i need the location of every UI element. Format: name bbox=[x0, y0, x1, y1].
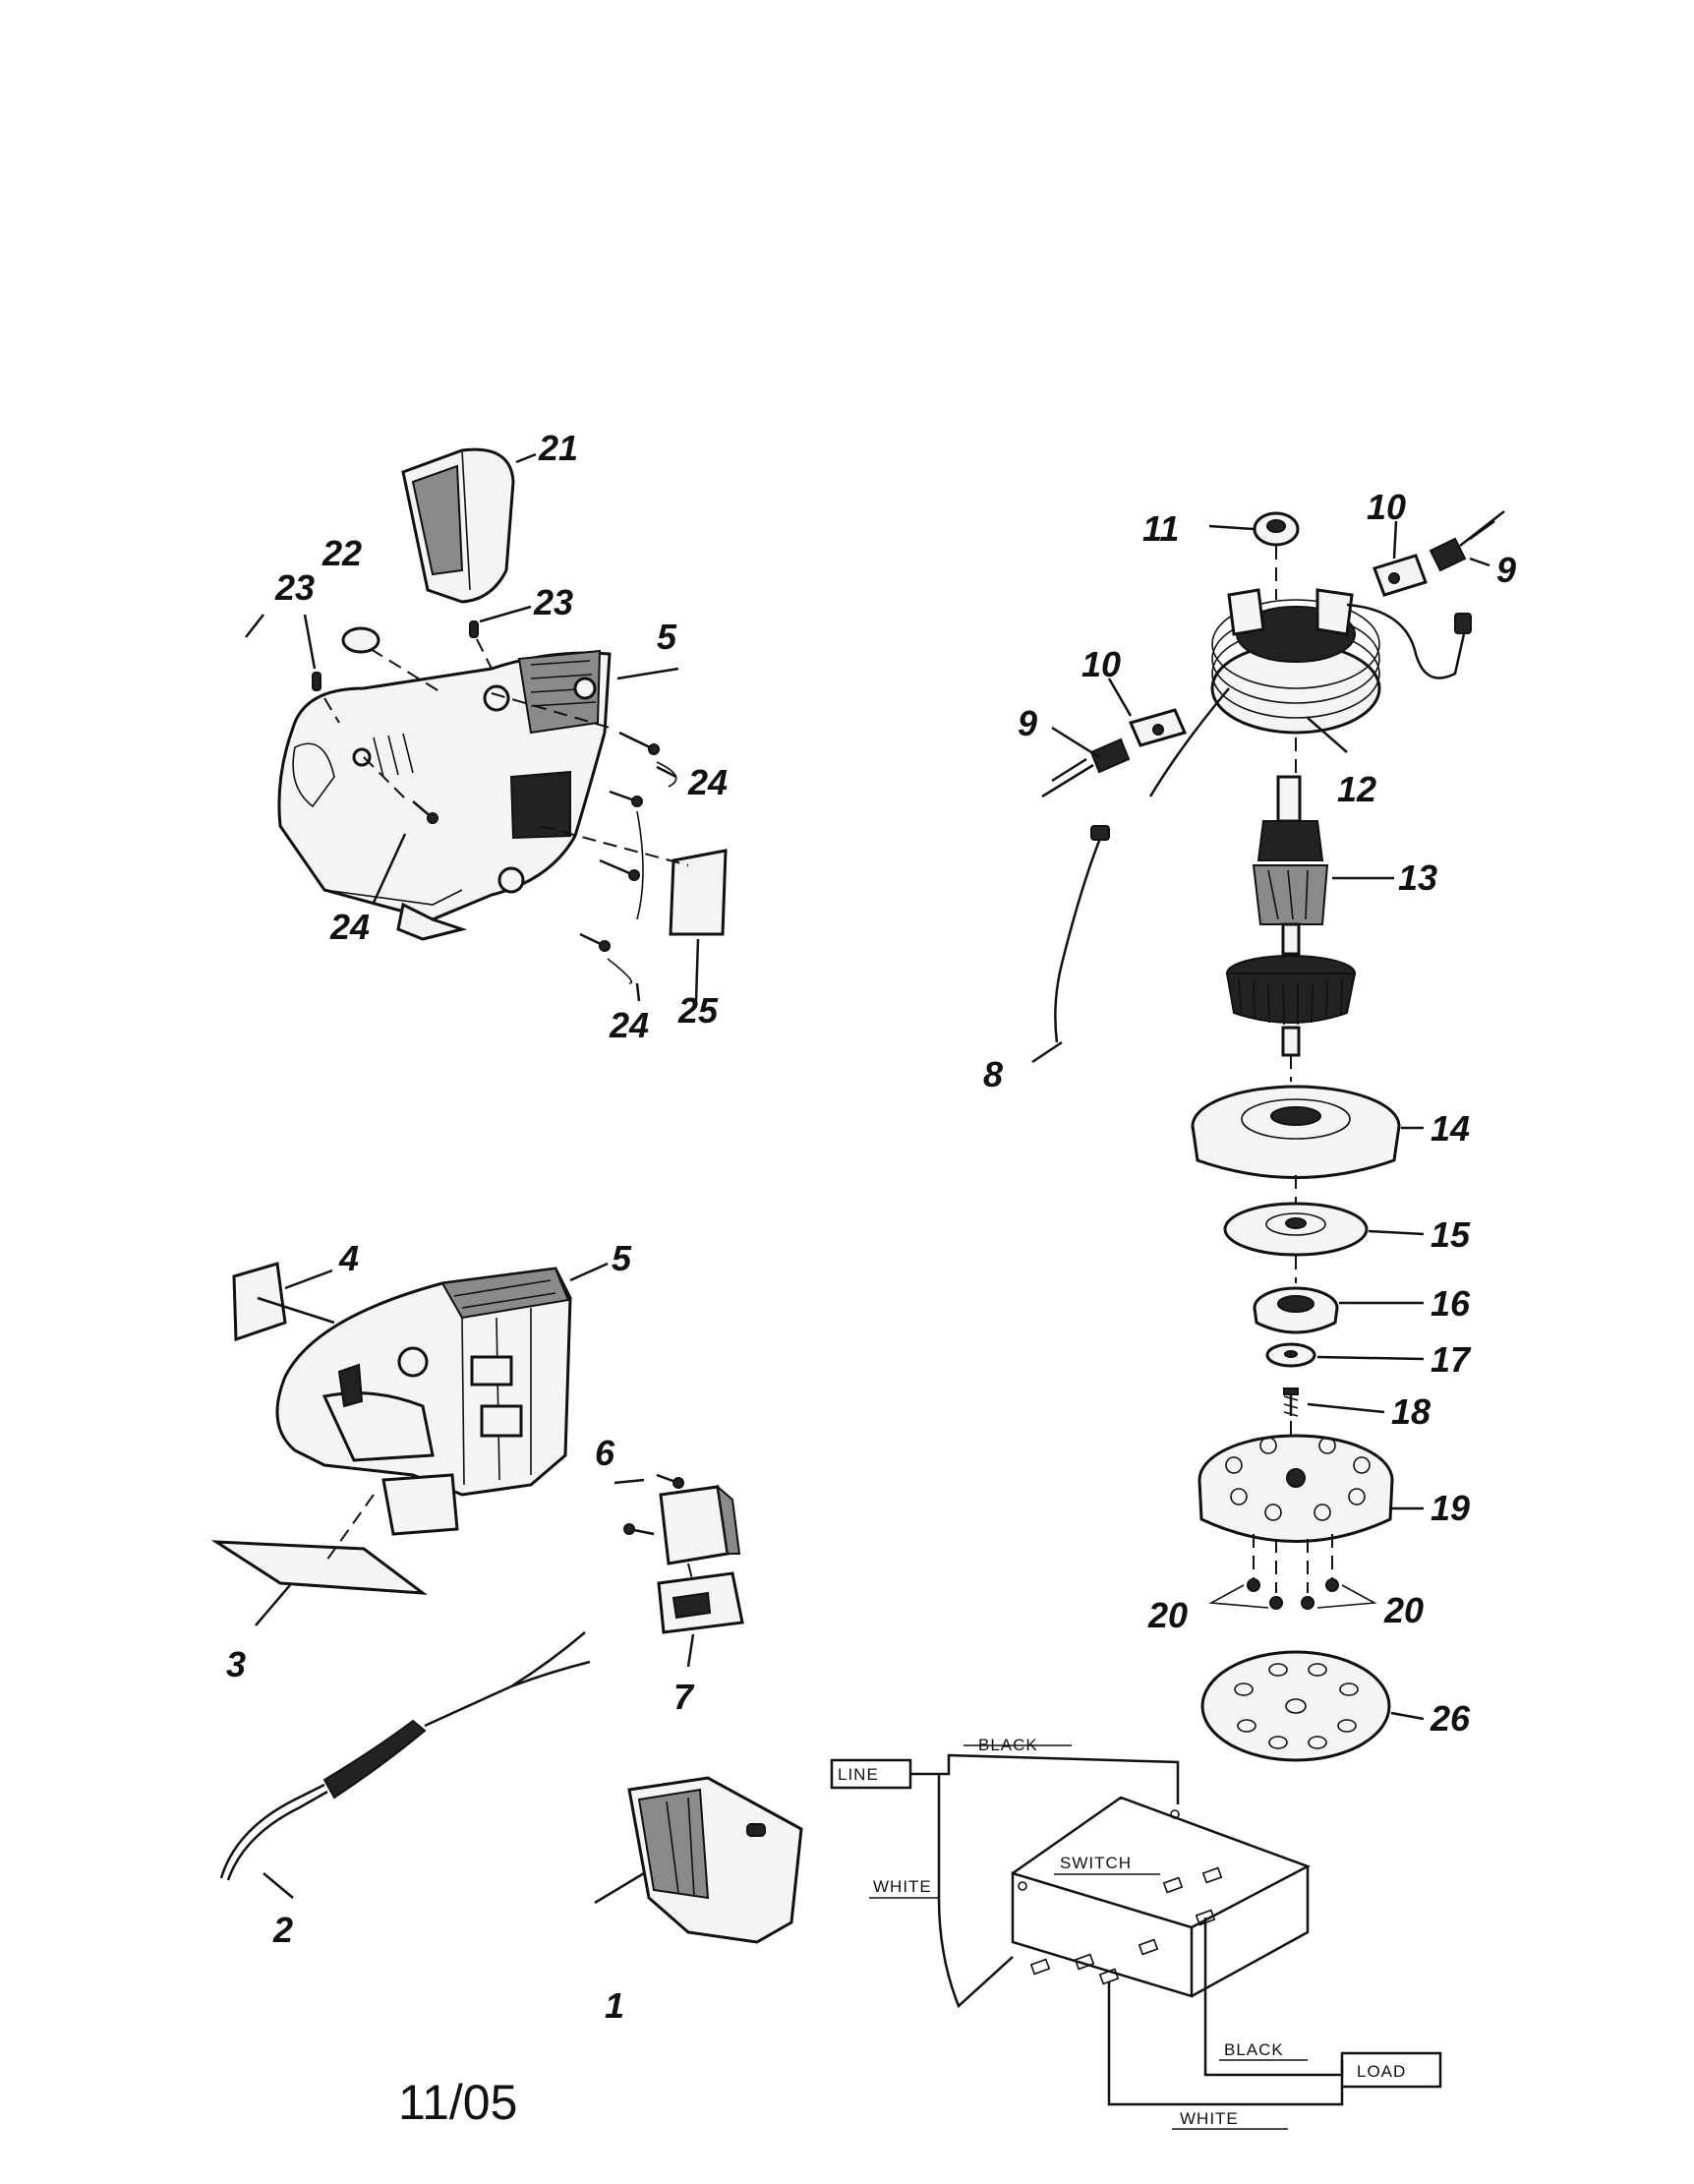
wiring-switch-box bbox=[1011, 1796, 1312, 1998]
part-23-pin-right bbox=[469, 620, 479, 638]
callout-24-left: 24 bbox=[329, 907, 370, 947]
callout-12: 12 bbox=[1337, 769, 1376, 809]
part-20-pad-screws bbox=[1208, 1534, 1377, 1610]
callout-5-lower: 5 bbox=[612, 1238, 632, 1278]
callout-3: 3 bbox=[226, 1644, 246, 1684]
callout-leaders bbox=[245, 452, 1490, 1905]
part-3-base-plate bbox=[210, 1540, 428, 1595]
part-19-sanding-pad bbox=[1197, 1434, 1394, 1543]
housing-assembly-upper bbox=[277, 447, 728, 984]
callout-20-right: 20 bbox=[1383, 1590, 1424, 1630]
part-1-rear-cover bbox=[627, 1776, 803, 1944]
callout-11: 11 bbox=[1142, 508, 1179, 549]
part-7-switch bbox=[657, 1484, 744, 1634]
part-11-bearing bbox=[1253, 511, 1300, 547]
part-21-dust-cap bbox=[401, 447, 515, 604]
callout-2: 2 bbox=[272, 1910, 293, 1950]
wiring-white-bottom-label: WHITE bbox=[1180, 2109, 1239, 2128]
date-code: 11/05 bbox=[398, 2075, 517, 2130]
callout-23-left: 23 bbox=[274, 567, 315, 608]
part-25-label bbox=[669, 849, 728, 936]
part-18-screw bbox=[1283, 1387, 1299, 1417]
callout-17: 17 bbox=[1431, 1339, 1472, 1380]
part-2-power-cord bbox=[219, 1631, 591, 1881]
callout-numbers: 21 22 23 23 5 24 24 24 25 11 10 9 10 9 1… bbox=[226, 428, 1516, 2026]
part-9-brush-left bbox=[1041, 738, 1131, 798]
part-16-pad-bearing bbox=[1253, 1286, 1339, 1334]
callout-1: 1 bbox=[605, 1985, 624, 2026]
part-9-brush-right bbox=[1429, 510, 1505, 572]
wiring-black-bottom-label: BLACK bbox=[1224, 2040, 1284, 2059]
callout-19: 19 bbox=[1431, 1488, 1470, 1528]
callout-15: 15 bbox=[1431, 1214, 1471, 1255]
callout-20-left: 20 bbox=[1147, 1595, 1188, 1635]
part-15-counterweight bbox=[1223, 1202, 1369, 1257]
wiring-white-left-label: WHITE bbox=[873, 1877, 932, 1896]
part-10-brush-holder-right bbox=[1373, 554, 1428, 597]
callout-6: 6 bbox=[595, 1433, 615, 1473]
callout-13: 13 bbox=[1398, 857, 1437, 898]
part-23-pin-left bbox=[312, 672, 321, 691]
callout-10-left: 10 bbox=[1081, 644, 1121, 684]
part-14-bearing-housing bbox=[1191, 1085, 1401, 1179]
callout-23-right: 23 bbox=[533, 582, 573, 622]
wiring-switch-label: SWITCH bbox=[1060, 1854, 1132, 1872]
wiring-load-label: LOAD bbox=[1357, 2062, 1406, 2081]
callout-24-right: 24 bbox=[687, 762, 728, 802]
part-24-screws-upper bbox=[412, 731, 660, 952]
wiring-diagram: LINE BLACK WHITE SWITCH BLACK LOAD WHITE bbox=[830, 1736, 1442, 2130]
callout-9-left: 9 bbox=[1018, 703, 1037, 743]
part-26-sanding-disc bbox=[1200, 1650, 1391, 1762]
callout-8: 8 bbox=[983, 1054, 1003, 1094]
callout-9-right: 9 bbox=[1496, 550, 1516, 590]
part-10-brush-holder-left bbox=[1128, 708, 1188, 747]
part-12-field-coil bbox=[1148, 588, 1472, 797]
housing-assembly-lower bbox=[210, 1262, 803, 1944]
part-4-label bbox=[232, 1262, 287, 1342]
part-17-washer bbox=[1265, 1342, 1316, 1368]
part-22-washer bbox=[341, 626, 380, 654]
callout-24-bottom: 24 bbox=[609, 1005, 649, 1045]
callout-26: 26 bbox=[1430, 1698, 1471, 1739]
wiring-line-label: LINE bbox=[838, 1765, 879, 1784]
callout-16: 16 bbox=[1431, 1283, 1471, 1324]
motor-assembly bbox=[1041, 510, 1505, 1762]
callout-25: 25 bbox=[677, 990, 719, 1031]
wiring-load-box bbox=[1340, 2051, 1442, 2089]
callout-7: 7 bbox=[673, 1677, 695, 1717]
callout-18: 18 bbox=[1391, 1391, 1431, 1432]
callout-4: 4 bbox=[338, 1238, 359, 1278]
part-8-lead-wire bbox=[1054, 835, 1103, 1043]
part-6-switch-screws bbox=[623, 1473, 684, 1536]
callout-5-upper: 5 bbox=[657, 617, 677, 657]
callout-10-right: 10 bbox=[1367, 487, 1406, 527]
part-5-housing-half-upper bbox=[277, 649, 612, 941]
part-5-housing-half-lower bbox=[275, 1267, 572, 1536]
part-13-armature bbox=[1225, 775, 1357, 1057]
callout-22: 22 bbox=[321, 533, 362, 573]
callout-21: 21 bbox=[538, 428, 578, 468]
callout-14: 14 bbox=[1431, 1108, 1470, 1149]
